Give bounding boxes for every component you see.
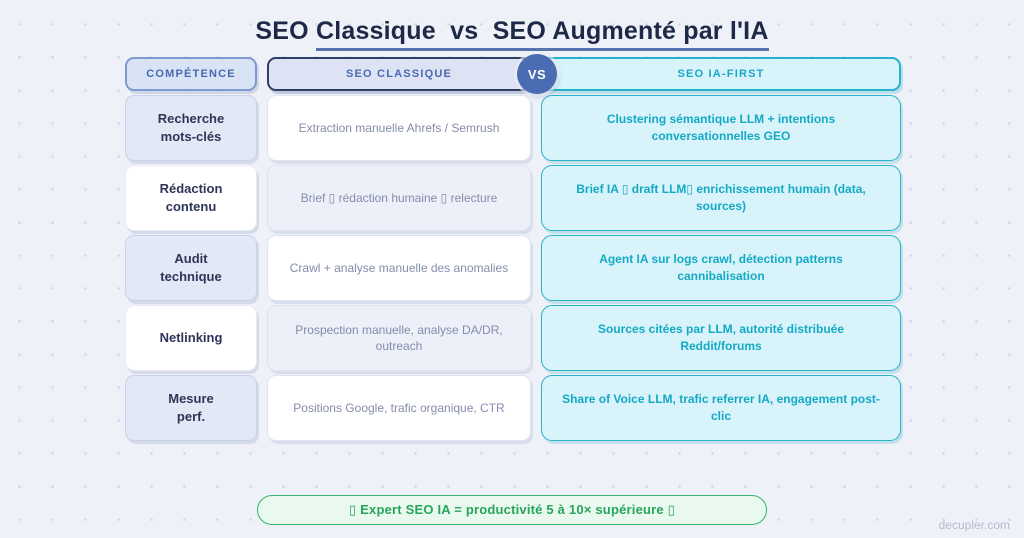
skill-label-audit-technique: Audit technique <box>125 235 257 301</box>
ai-cell-audit: Agent IA sur logs crawl, détection patte… <box>541 235 901 301</box>
classic-cell-redaction: Brief ▯ rédaction humaine ▯ relecture <box>267 165 531 231</box>
skill-label-recherche-mots-cles: Recherche mots-clés <box>125 95 257 161</box>
conclusion-banner: ▯ Expert SEO IA = productivité 5 à 10× s… <box>257 495 767 525</box>
ai-cell-recherche: Clustering sémantique LLM + intentions c… <box>541 95 901 161</box>
watermark-domain: decupler.com <box>938 518 1010 532</box>
classic-cell-recherche: Extraction manuelle Ahrefs / Semrush <box>267 95 531 161</box>
comparison-table: COMPÉTENCE SEO CLASSIQUE SEO IA-FIRST VS… <box>125 54 901 441</box>
column-header-seo-classique: SEO CLASSIQUE <box>267 57 531 91</box>
classic-cell-netlinking: Prospection manuelle, analyse DA/DR, out… <box>267 305 531 371</box>
title-underlined: Classique vs SEO Augmenté par l'IA <box>315 17 769 51</box>
title-prefix: SEO <box>255 17 316 45</box>
skill-label-redaction-contenu: Rédaction contenu <box>125 165 257 231</box>
ai-cell-redaction: Brief IA ▯ draft LLM▯ enrichissement hum… <box>541 165 901 231</box>
classic-cell-audit: Crawl + analyse manuelle des anomalies <box>267 235 531 301</box>
skill-label-netlinking: Netlinking <box>125 305 257 371</box>
classic-cell-mesure: Positions Google, trafic organique, CTR <box>267 375 531 441</box>
page-title: SEO Classique vs SEO Augmenté par l'IA <box>0 0 1024 51</box>
column-header-competence: COMPÉTENCE <box>125 57 257 91</box>
ai-cell-mesure: Share of Voice LLM, trafic referrer IA, … <box>541 375 901 441</box>
column-header-seo-ia-first: SEO IA-FIRST <box>541 57 901 91</box>
ai-cell-netlinking: Sources citées par LLM, autorité distrib… <box>541 305 901 371</box>
skill-label-mesure-perf: Mesure perf. <box>125 375 257 441</box>
vs-badge: VS <box>517 54 557 94</box>
